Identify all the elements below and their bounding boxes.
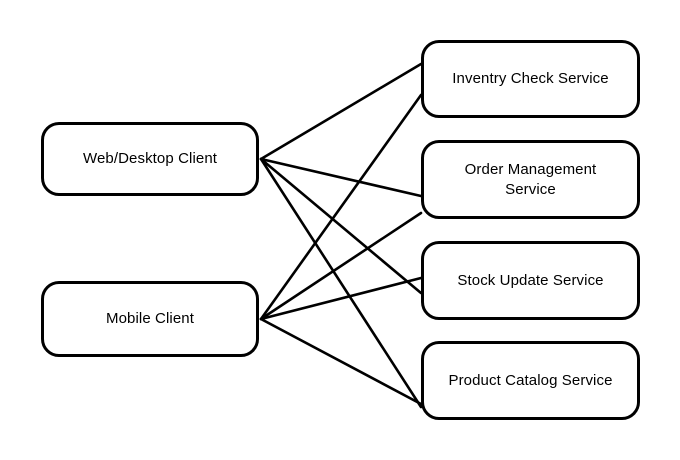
node-label-mobile-client: Mobile Client xyxy=(105,310,194,328)
node-label-product-catalog-service: Product Catalog Service xyxy=(448,371,613,389)
node-stock-update-service[interactable]: Stock Update Service xyxy=(421,241,640,320)
node-web-desktop-client[interactable]: Web/Desktop Client xyxy=(41,122,259,196)
node-product-catalog-service[interactable]: Product Catalog Service xyxy=(421,341,640,420)
edge-mobile-order xyxy=(259,211,423,321)
edges-group xyxy=(259,62,423,409)
edge-web-inventry xyxy=(259,62,423,161)
edge-web-order xyxy=(259,157,423,198)
edge-mobile-stock xyxy=(259,276,423,321)
edge-mobile-inventry xyxy=(259,93,423,321)
edge-web-stock xyxy=(259,157,423,295)
node-label-inventry-check-service: Inventry Check Service xyxy=(452,70,609,88)
node-mobile-client[interactable]: Mobile Client xyxy=(41,281,259,357)
node-order-management-service[interactable]: Order Management Service xyxy=(421,140,640,219)
edge-mobile-product xyxy=(259,317,423,406)
node-label-order-management-service: Order Management Service xyxy=(464,161,597,198)
edge-web-product xyxy=(259,157,423,409)
node-inventry-check-service[interactable]: Inventry Check Service xyxy=(421,40,640,118)
node-label-stock-update-service: Stock Update Service xyxy=(457,271,604,289)
node-label-web-desktop-client: Web/Desktop Client xyxy=(82,150,218,168)
